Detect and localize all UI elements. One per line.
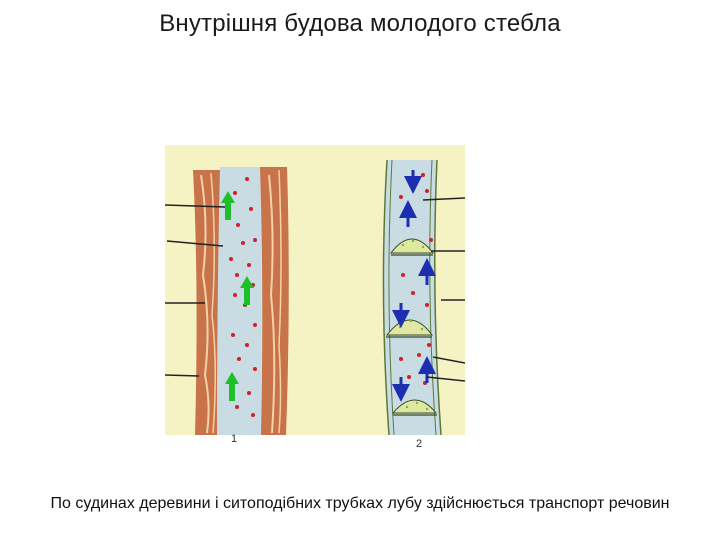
page-title: Внутрішня будова молодого стебла [159,10,561,37]
sieve-tube [382,159,465,435]
pointer-lines-left [165,204,226,377]
vessel-wall-right [260,167,289,435]
stem-diagram [165,159,465,435]
pointer-lines-right [422,197,465,382]
vessel-lumen [217,167,262,435]
caption-text: По судинах деревини і ситоподібних трубк… [50,495,670,512]
figure-label-2: 2 [416,438,423,450]
xylem-vessel [165,167,289,435]
stem-structure-figure: 1 2 [165,145,465,450]
bidirectional-flow-arrows [392,170,436,402]
figure-label-1: 1 [231,433,238,445]
vessel-particles [229,177,257,417]
upward-flow-arrows [221,191,254,401]
